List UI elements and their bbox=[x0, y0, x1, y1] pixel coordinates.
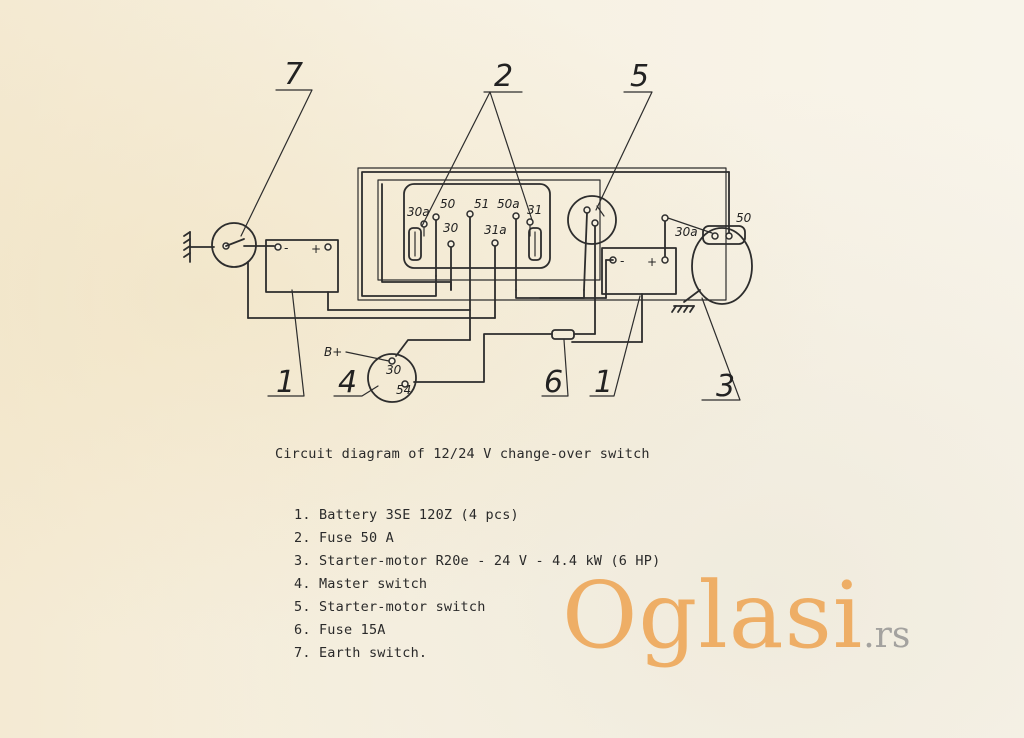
legend-list: 1. Battery 3SE 120Z (4 pcs) 2. Fuse 50 A… bbox=[294, 504, 660, 665]
battery-left-minus: - bbox=[284, 241, 288, 255]
terminal-label-30a-motor: 30a bbox=[675, 225, 698, 239]
callout-2: 2 bbox=[494, 59, 513, 94]
starter-motor bbox=[667, 171, 753, 313]
battery-left-plus: + bbox=[311, 242, 321, 256]
callout-1-left: 1 bbox=[276, 365, 295, 400]
callout-4: 4 bbox=[338, 365, 357, 400]
terminal-label-30: 30 bbox=[443, 221, 459, 235]
starter-motor-switch bbox=[567, 195, 617, 335]
change-over-switch bbox=[357, 167, 727, 341]
diagram-caption: Circuit diagram of 12/24 V change-over s… bbox=[275, 446, 650, 462]
terminal-label-50: 50 bbox=[440, 197, 456, 211]
watermark-logo: Oglasi.rs bbox=[562, 562, 910, 669]
terminal-label-50-motor: 50 bbox=[736, 211, 752, 225]
fuse-50a-right bbox=[528, 227, 542, 261]
terminal-label-31a: 31a bbox=[484, 223, 507, 237]
terminal-label-30-master: 30 bbox=[386, 363, 402, 377]
legend-item: 3. Starter-motor R20e - 24 V - 4.4 kW (6… bbox=[294, 553, 661, 569]
legend-item: 6. Fuse 15A bbox=[294, 622, 386, 638]
terminal-label-50a: 50a bbox=[497, 197, 520, 211]
battery-right-minus: - bbox=[620, 254, 624, 268]
watermark-tld: .rs bbox=[863, 615, 911, 656]
terminal-label-31: 31 bbox=[527, 203, 542, 217]
callout-7: 7 bbox=[284, 57, 303, 92]
legend-item: 2. Fuse 50 A bbox=[294, 530, 394, 546]
callout-1-right: 1 bbox=[594, 365, 613, 400]
master-switch bbox=[345, 351, 417, 403]
callout-5: 5 bbox=[630, 59, 649, 94]
watermark-brand: Oglasi bbox=[562, 562, 864, 669]
terminal-label-b-plus: B+ bbox=[324, 345, 342, 359]
callout-leaders bbox=[240, 89, 741, 401]
terminal-label-51: 51 bbox=[474, 197, 489, 211]
battery-right: - + bbox=[601, 214, 677, 343]
callout-6: 6 bbox=[544, 365, 563, 400]
fuse-15a-element bbox=[551, 329, 575, 340]
fuse-50a-left bbox=[408, 227, 422, 261]
legend-item: 7. Earth switch. bbox=[294, 645, 428, 661]
callout-3: 3 bbox=[716, 369, 735, 404]
legend-item: 1. Battery 3SE 120Z (4 pcs) bbox=[294, 507, 519, 523]
earth-switch bbox=[183, 222, 257, 319]
battery-right-plus: + bbox=[647, 255, 657, 269]
legend-item: 5. Starter-motor switch bbox=[294, 599, 486, 615]
wiring bbox=[247, 171, 730, 383]
battery-left: - + bbox=[255, 239, 471, 311]
legend-item: 4. Master switch bbox=[294, 576, 428, 592]
terminal-label-54: 54 bbox=[396, 383, 411, 397]
terminal-label-30a: 30a bbox=[407, 205, 430, 219]
